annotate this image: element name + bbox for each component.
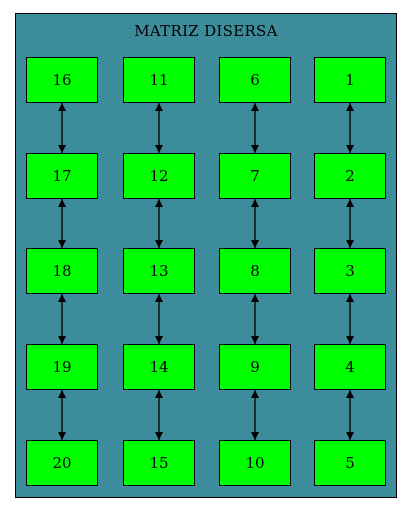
node-3: 3 (314, 248, 386, 294)
node-11: 11 (123, 57, 195, 103)
node-12: 12 (123, 153, 195, 199)
node-13: 13 (123, 248, 195, 294)
node-17: 17 (26, 153, 98, 199)
node-14: 14 (123, 344, 195, 390)
cluster-title: MATRIZ DISERSA (134, 22, 278, 40)
node-19: 19 (26, 344, 98, 390)
node-5: 5 (314, 440, 386, 486)
node-16: 16 (26, 57, 98, 103)
node-9: 9 (219, 344, 291, 390)
node-1: 1 (314, 57, 386, 103)
node-8: 8 (219, 248, 291, 294)
node-20: 20 (26, 440, 98, 486)
node-7: 7 (219, 153, 291, 199)
node-18: 18 (26, 248, 98, 294)
node-6: 6 (219, 57, 291, 103)
node-15: 15 (123, 440, 195, 486)
node-4: 4 (314, 344, 386, 390)
node-2: 2 (314, 153, 386, 199)
node-10: 10 (219, 440, 291, 486)
